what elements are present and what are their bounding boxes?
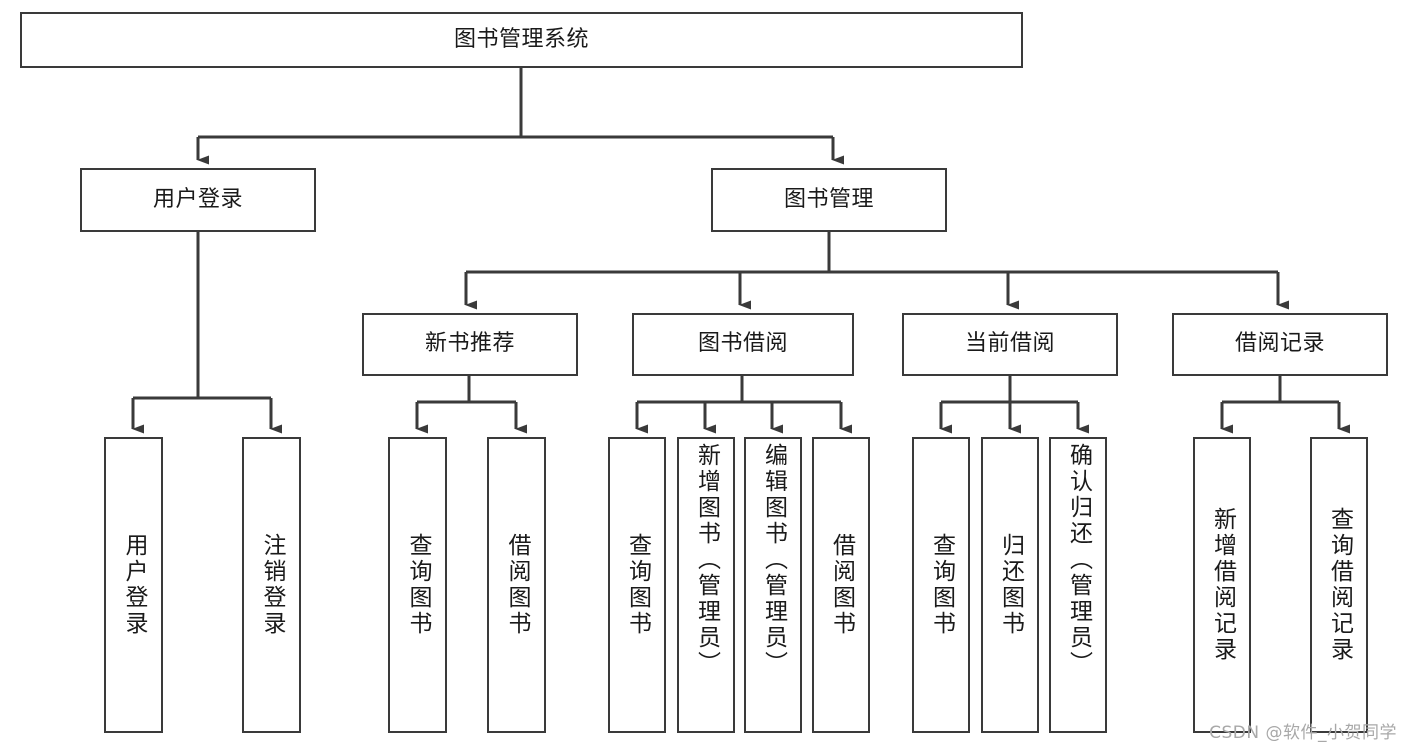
node-label: 查询图书 — [928, 533, 955, 637]
leaf-user-login-logout[interactable]: 注销登录 — [242, 437, 301, 733]
node-label: 图书借阅 — [697, 331, 788, 357]
node-label: 借阅图书 — [504, 533, 530, 637]
leaf-book-borrow-add[interactable]: 新增图书（管理员） — [677, 437, 735, 733]
node-new-book-recommend[interactable]: 新书推荐 — [362, 313, 578, 376]
node-label: 归还图书 — [997, 533, 1024, 637]
leaf-borrow-record-query[interactable]: 查询借阅记录 — [1310, 437, 1368, 733]
node-label: 用户登录 — [152, 186, 243, 212]
node-current-borrow[interactable]: 当前借阅 — [902, 313, 1118, 376]
leaf-book-borrow-query[interactable]: 查询图书 — [608, 437, 666, 733]
watermark: CSDN @软件_小贺同学 — [1209, 723, 1397, 743]
node-label: 查询图书 — [624, 533, 651, 637]
leaf-book-borrow-borrow[interactable]: 借阅图书 — [812, 437, 870, 733]
node-label: 新增图书（管理员） — [693, 443, 720, 677]
node-label: 新增借阅记录 — [1209, 507, 1236, 663]
node-label: 用户登录 — [121, 533, 147, 637]
leaf-current-borrow-confirm-return[interactable]: 确认归还（管理员） — [1049, 437, 1107, 733]
leaf-current-borrow-return[interactable]: 归还图书 — [981, 437, 1039, 733]
node-book-borrow[interactable]: 图书借阅 — [632, 313, 854, 376]
node-label: 借阅图书 — [828, 533, 855, 637]
node-root-book-management-system[interactable]: 图书管理系统 — [20, 12, 1023, 68]
node-label: 注销登录 — [259, 533, 285, 637]
leaf-user-login-login[interactable]: 用户登录 — [104, 437, 163, 733]
leaf-book-borrow-edit[interactable]: 编辑图书（管理员） — [744, 437, 802, 733]
leaf-current-borrow-query[interactable]: 查询图书 — [912, 437, 970, 733]
node-label: 图书管理系统 — [453, 26, 589, 52]
leaf-new-book-borrow[interactable]: 借阅图书 — [487, 437, 546, 733]
node-label: 确认归还（管理员） — [1065, 443, 1092, 677]
node-label: 图书管理 — [783, 186, 874, 212]
node-label: 借阅记录 — [1234, 331, 1325, 357]
node-user-login[interactable]: 用户登录 — [80, 168, 316, 232]
node-label: 当前借阅 — [964, 331, 1055, 357]
node-label: 编辑图书（管理员） — [760, 443, 787, 677]
node-borrow-record[interactable]: 借阅记录 — [1172, 313, 1388, 376]
node-label: 查询借阅记录 — [1326, 507, 1353, 663]
leaf-borrow-record-add[interactable]: 新增借阅记录 — [1193, 437, 1251, 733]
node-label: 新书推荐 — [424, 331, 515, 357]
node-label: 查询图书 — [405, 533, 431, 637]
leaf-new-book-query[interactable]: 查询图书 — [388, 437, 447, 733]
node-book-management[interactable]: 图书管理 — [711, 168, 947, 232]
